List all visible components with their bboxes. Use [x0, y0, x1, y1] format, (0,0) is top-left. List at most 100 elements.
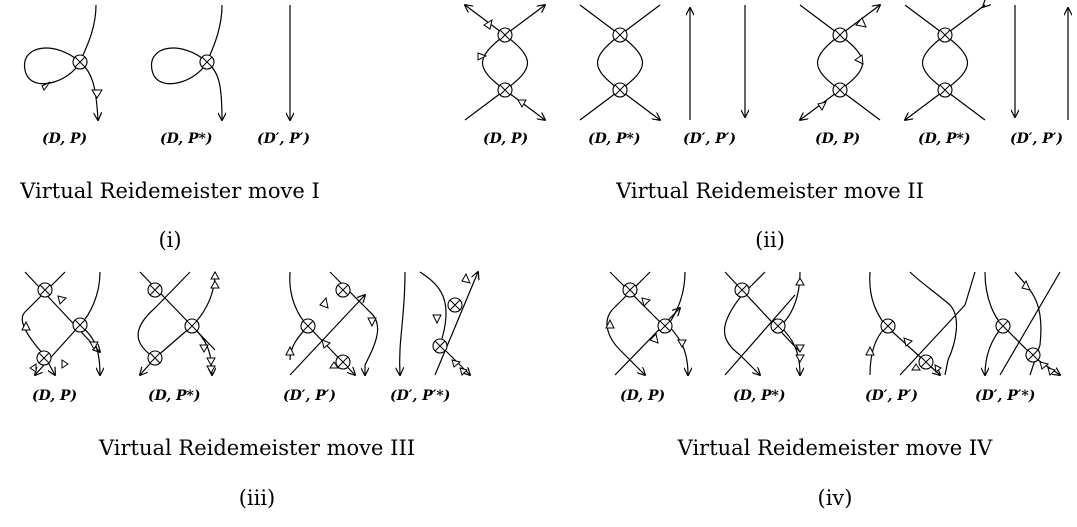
crossing-mark: [615, 85, 625, 95]
panel-numeral: (iv): [818, 486, 853, 510]
panel-caption: Virtual Reidemeister move III: [98, 436, 415, 460]
strand: [24, 4, 98, 120]
crossing-mark: [883, 321, 893, 331]
strand: [905, 4, 969, 120]
crossing-mark: [660, 321, 670, 331]
basepoint-triangle: [817, 101, 827, 111]
crossing-mark: [150, 353, 160, 363]
basepoint-triangle: [477, 52, 488, 61]
diagram-label: (D′, P′): [865, 388, 918, 404]
crossing-mark: [40, 285, 50, 295]
basepoint-triangle: [61, 359, 69, 369]
diagram-label: (D′, P′*): [390, 388, 450, 404]
basepoint-triangle: [605, 318, 615, 329]
basepoint-triangle: [795, 344, 805, 354]
basepoint-triangle: [649, 333, 659, 344]
crossing-mark: [75, 320, 85, 330]
diagram-label: (D, P): [620, 388, 665, 404]
crossing-mark: [150, 285, 160, 295]
strand: [329, 271, 379, 375]
basepoint-triangle: [1047, 367, 1056, 376]
diagram-ii-4: [800, 5, 880, 120]
crossing-mark: [338, 285, 348, 295]
strand: [465, 5, 529, 121]
crossing-mark: [75, 57, 85, 67]
basepoint-triangle: [91, 89, 103, 99]
basepoint-triangle: [1021, 279, 1031, 291]
strand: [921, 4, 986, 121]
diagram-iv-3: [865, 271, 976, 376]
strand: [596, 4, 661, 120]
strand: [137, 271, 191, 375]
strand: [619, 349, 645, 375]
basepoint-triangle: [451, 359, 462, 368]
basepoint-triangle: [795, 354, 805, 364]
basepoint-triangle: [865, 345, 875, 356]
diagram-ii-2: [579, 4, 661, 120]
basepoint-triangle: [41, 81, 51, 91]
diagram-label: (D, P*): [160, 131, 213, 147]
basepoint-triangle: [329, 361, 339, 369]
diagram-label: (D, P): [483, 131, 528, 147]
crossing-mark: [39, 353, 49, 363]
crossing-mark: [202, 57, 212, 67]
diagram-iii-2: [137, 270, 220, 375]
crossing-mark: [500, 85, 510, 95]
crossing-mark: [450, 300, 460, 310]
strand: [419, 271, 470, 375]
diagram-ii-3: [690, 5, 745, 120]
diagram-label: (D, P): [42, 131, 87, 147]
basepoint-triangle: [903, 337, 913, 347]
crossing-mark: [500, 30, 510, 40]
diagram-iv-2: [724, 271, 805, 376]
diagram-label: (D′, P′*): [975, 388, 1035, 404]
diagram-ii-6: [1015, 5, 1068, 120]
diagram-i-1: [24, 4, 103, 120]
strand: [614, 308, 680, 376]
panel-numeral: (iii): [239, 486, 276, 510]
strand: [434, 272, 478, 376]
strand: [983, 5, 985, 7]
basepoint-triangle: [21, 320, 31, 331]
panel-numeral: (i): [158, 228, 181, 252]
strand: [909, 271, 958, 376]
strand: [999, 271, 1061, 376]
basepoint-triangle: [677, 339, 687, 349]
panel-caption: Virtual Reidemeister move II: [615, 179, 924, 203]
diagram-label: (D′, P′): [257, 131, 310, 147]
basepoint-triangle: [483, 18, 493, 30]
basepoint-triangle: [285, 345, 295, 356]
basepoint-triangle: [89, 341, 99, 351]
basepoint-triangle: [855, 17, 867, 28]
basepoint-triangle: [854, 54, 864, 65]
diagram-label: (D, P): [815, 131, 860, 147]
crossing-mark: [737, 285, 747, 295]
basepoint-triangle: [210, 279, 220, 289]
strand: [151, 4, 222, 120]
diagram-label: (D′, P′): [1010, 131, 1063, 147]
basepoint-triangle: [29, 363, 37, 373]
basepoint-triangle: [911, 363, 921, 371]
strand: [400, 271, 406, 375]
panel-ii: (D, P) (D, P*) (D′, P′) (D, P) (D, P*) (…: [465, 5, 1068, 252]
diagram-label: (D, P*): [918, 131, 971, 147]
strand: [739, 354, 760, 375]
diagram-ii-1: [465, 5, 545, 120]
diagram-ii-5: [905, 5, 985, 120]
basepoint-triangle: [319, 296, 329, 309]
basepoint-triangle: [432, 314, 442, 325]
diagram-iii-3: [285, 271, 379, 375]
strand: [800, 4, 864, 120]
strand: [724, 294, 796, 376]
strand: [816, 5, 881, 121]
panel-caption: Virtual Reidemeister move IV: [677, 436, 993, 460]
strand: [1014, 271, 1042, 376]
crossing-mark: [435, 341, 445, 351]
panel-iii: (D, P) (D, P*) (D′, P′) (D′, P′*) Virtua…: [21, 270, 478, 510]
crossing-mark: [1028, 350, 1038, 360]
crossing-mark: [625, 285, 635, 295]
basepoint-triangle: [641, 297, 651, 307]
strand: [24, 271, 100, 352]
diagram-label: (D, P*): [733, 388, 786, 404]
